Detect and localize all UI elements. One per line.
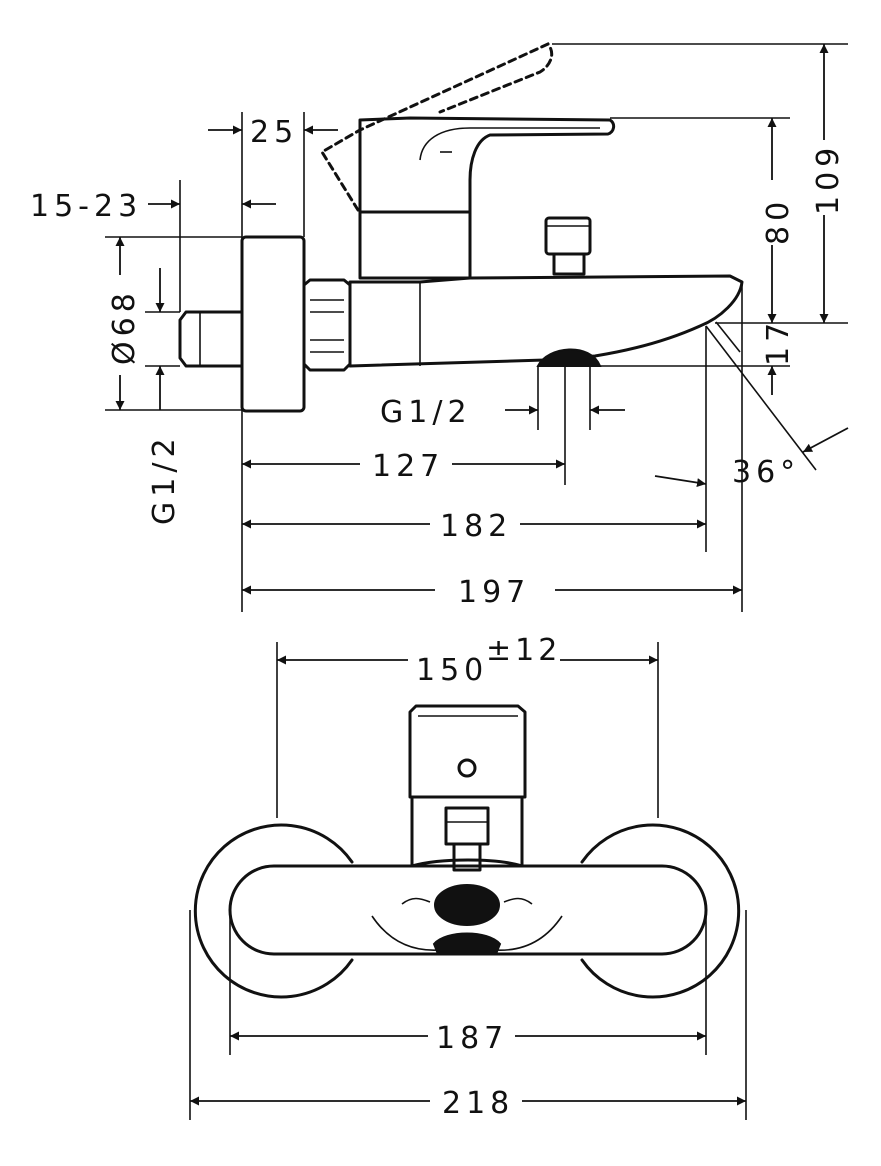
top-outline — [193, 823, 741, 999]
handle-raised-dashed — [319, 42, 554, 212]
label-25: 25 — [250, 115, 298, 150]
label-17: 17 — [761, 318, 796, 366]
label-150: 150 — [416, 653, 488, 688]
label-218: 218 — [442, 1086, 514, 1121]
diverter-knob — [544, 216, 592, 256]
cartridge-housing — [358, 210, 472, 280]
inlet-pipe — [178, 310, 244, 368]
label-109: 109 — [811, 143, 846, 215]
handle-lever — [358, 116, 616, 214]
wall-flange — [240, 235, 306, 413]
label-g12-left: G1/2 — [147, 433, 182, 525]
label-g12-spout: G1/2 — [380, 395, 472, 430]
spout-aerator-top — [434, 884, 500, 926]
label-80: 80 — [761, 197, 796, 245]
label-197: 197 — [458, 575, 530, 610]
label-15-23: 15-23 — [30, 189, 142, 224]
top-labels: 150 ±12 187 218 — [416, 633, 561, 1121]
label-182: 182 — [440, 509, 512, 544]
side-dimensions — [105, 43, 849, 612]
side-labels: 25 15-23 Ø68 G1/2 G1/2 127 182 197 109 8… — [30, 115, 846, 610]
label-150-tolerance: ±12 — [486, 633, 561, 668]
mixer-body — [348, 274, 744, 368]
label-36deg: 36° — [732, 455, 800, 490]
side-view — [178, 42, 744, 413]
top-lever — [408, 704, 527, 799]
label-127: 127 — [372, 449, 444, 484]
label-187: 187 — [436, 1021, 508, 1056]
top-dimensions — [189, 642, 747, 1120]
label-dia68: Ø68 — [107, 288, 142, 365]
hex-connector — [302, 278, 352, 372]
aerator — [536, 348, 602, 367]
lever-hole — [457, 758, 477, 778]
